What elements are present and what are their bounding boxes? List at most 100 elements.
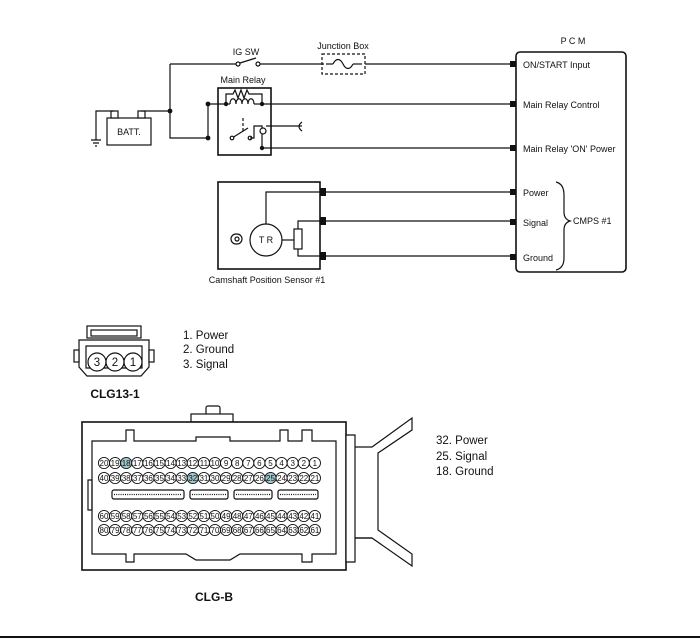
clg-b-pin-label-54: 54 — [166, 512, 175, 521]
clg-b-pin-label-35: 35 — [155, 474, 164, 483]
clg-b-pin-1 — [308, 456, 321, 470]
clg-b-pin-label-37: 37 — [133, 474, 142, 483]
pcm-pin-signal: Signal — [523, 218, 548, 228]
clg-b-pin-label-9: 9 — [224, 459, 229, 468]
cmps-label: CMPS #1 — [573, 216, 612, 226]
clg-b-pin-label-38: 38 — [122, 474, 131, 483]
clg13-legend-3: 3. Signal — [183, 359, 228, 371]
junction-box: Junction Box — [317, 41, 510, 75]
main-relay: Main Relay — [217, 75, 272, 156]
clg-b-pin-label-4: 4 — [279, 459, 284, 468]
clg-b-pin-label-78: 78 — [122, 526, 131, 535]
clg-b-pin-label-23: 23 — [288, 474, 297, 483]
clg-b-pin-label-21: 21 — [310, 474, 319, 483]
camshaft-sensor: T R Camshaft Position Sensor #1 — [209, 181, 326, 285]
clg-b-pin-label-22: 22 — [299, 474, 308, 483]
clg-b-pin-label-56: 56 — [144, 512, 153, 521]
clg-b-pin-label-73: 73 — [177, 526, 186, 535]
clg-b-pin-label-80: 80 — [100, 526, 109, 535]
clg-b-pin-label-20: 20 — [100, 459, 109, 468]
clg-b-pin-label-3: 3 — [290, 459, 295, 468]
clg-b-pin-label-43: 43 — [288, 512, 297, 521]
clg-b-legend-3: 18. Ground — [436, 466, 494, 478]
clg-b-pin-label-72: 72 — [188, 526, 197, 535]
clg-b-pin-label-8: 8 — [235, 459, 240, 468]
pcm-pin-on-start: ON/START Input — [523, 60, 591, 70]
clg-b-pin-label-63: 63 — [288, 526, 297, 535]
pcm-pin-main-relay-power: Main Relay 'ON' Power — [523, 144, 615, 154]
clg-b-pin-label-24: 24 — [277, 474, 286, 483]
clg-b-pin-label-49: 49 — [222, 512, 231, 521]
clg13-legend-2: 2. Ground — [183, 344, 234, 356]
clg-b-pin-label-76: 76 — [144, 526, 153, 535]
clg-b-pin-label-59: 59 — [111, 512, 120, 521]
clg-b-pin-label-74: 74 — [166, 526, 175, 535]
sensor-inner-label: T R — [259, 235, 274, 245]
clg13-legend: 1. Power 2. Ground 3. Signal — [183, 330, 234, 371]
clg-b-pin-label-51: 51 — [199, 512, 208, 521]
clg-b-legend: 32. Power 25. Signal 18. Ground — [436, 435, 494, 478]
clg-b-pin-label-70: 70 — [211, 526, 220, 535]
clg-b-pin-label-16: 16 — [144, 459, 153, 468]
clg-b-pin-label-66: 66 — [255, 526, 264, 535]
clg-b-pin-label-32: 32 — [188, 474, 197, 483]
clg-b-pin-label-19: 19 — [111, 459, 120, 468]
clg-b-pin-61 — [308, 523, 321, 537]
clg-b-pin-label-1: 1 — [313, 459, 318, 468]
clg13-pin-2: 2 — [112, 357, 118, 369]
clg-b-pin-label-17: 17 — [133, 459, 142, 468]
clg13-legend-1: 1. Power — [183, 330, 229, 342]
clg-b-pin-label-67: 67 — [244, 526, 253, 535]
clg13-pin-1: 1 — [130, 357, 136, 369]
clg-b-pin-label-2: 2 — [302, 459, 307, 468]
clg-b-pin-label-58: 58 — [122, 512, 131, 521]
clg-b-pin-label-47: 47 — [244, 512, 253, 521]
clg-b-name: CLG-B — [195, 590, 233, 604]
junction-box-label: Junction Box — [317, 41, 369, 51]
connector-clg13-1: 3 2 1 CLG13-1 — [73, 325, 155, 401]
clg-b-pin-label-7: 7 — [246, 459, 251, 468]
clg-b-pin-label-29: 29 — [222, 474, 231, 483]
clg-b-pin-label-79: 79 — [111, 526, 120, 535]
battery: BATT. — [91, 110, 170, 147]
clg-b-pin-label-69: 69 — [222, 526, 231, 535]
clg-b-pin-label-71: 71 — [199, 526, 208, 535]
clg-b-pin-21 — [308, 471, 321, 485]
clg-b-pin-label-34: 34 — [166, 474, 175, 483]
clg-b-pin-label-44: 44 — [277, 512, 286, 521]
clg-b-pin-label-55: 55 — [155, 512, 164, 521]
pcm-title: P C M — [561, 36, 586, 46]
clg-b-pin-41 — [308, 509, 321, 523]
clg-b-pin-label-57: 57 — [133, 512, 142, 521]
clg-b-pin-label-42: 42 — [299, 512, 308, 521]
clg-b-legend-2: 25. Signal — [436, 451, 487, 463]
clg-b-pin-label-30: 30 — [211, 474, 220, 483]
clg-b-pin-label-18: 18 — [122, 459, 131, 468]
battery-label: BATT. — [117, 127, 141, 137]
clg-b-pin-label-45: 45 — [266, 512, 275, 521]
pcm-connector-3 — [510, 145, 516, 151]
clg-b-pin-label-26: 26 — [255, 474, 264, 483]
clg-b-pin-label-46: 46 — [255, 512, 264, 521]
clg-b-pin-label-5: 5 — [268, 459, 273, 468]
clg-b-pin-label-25: 25 — [266, 474, 275, 483]
clg-b-pin-label-68: 68 — [233, 526, 242, 535]
clg-b-pin-label-40: 40 — [100, 474, 109, 483]
ig-switch: IG SW — [170, 47, 324, 67]
clg-b-pin-label-60: 60 — [100, 512, 109, 521]
pcm-connector-1 — [510, 61, 516, 67]
clg-b-pin-label-13: 13 — [177, 459, 186, 468]
clg-b-pin-label-31: 31 — [199, 474, 208, 483]
pcm-connector-4 — [510, 189, 516, 195]
clg-b-pin-label-33: 33 — [177, 474, 186, 483]
pcm-pin-ground: Ground — [523, 253, 553, 263]
clg-b-pin-label-53: 53 — [177, 512, 186, 521]
pcm-connector-6 — [510, 254, 516, 260]
clg-b-pin-label-75: 75 — [155, 526, 164, 535]
clg13-pin-3: 3 — [94, 357, 100, 369]
clg-b-pin-label-39: 39 — [111, 474, 120, 483]
clg-b-pin-label-28: 28 — [233, 474, 242, 483]
